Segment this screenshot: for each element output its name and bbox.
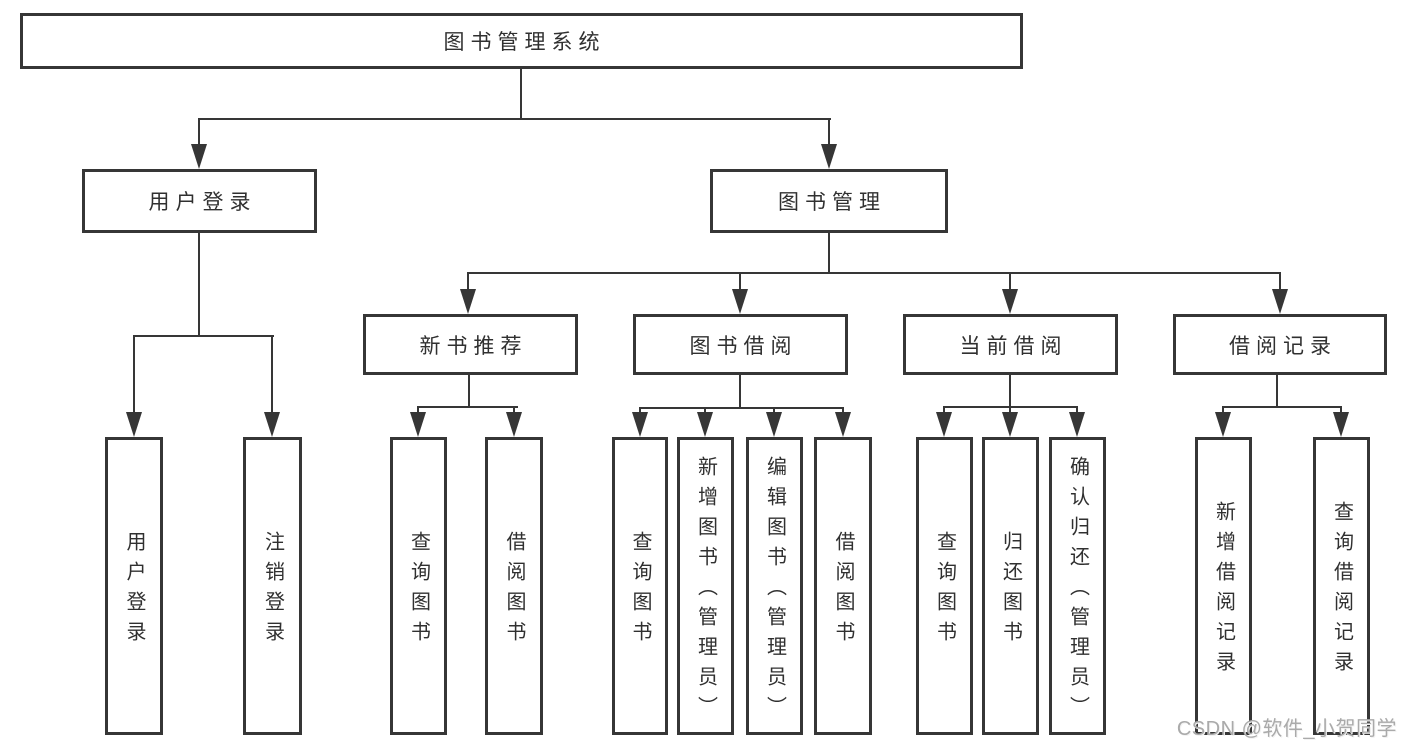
node-label: 用户登录 bbox=[148, 191, 257, 214]
arrow-down-icon bbox=[936, 408, 953, 437]
arrow-down-icon bbox=[835, 409, 852, 437]
connector-line bbox=[739, 375, 741, 407]
leaf-label: 借阅图书 bbox=[503, 531, 525, 651]
leaf-query-books-current: 查询图书 bbox=[916, 437, 973, 735]
connector-line bbox=[417, 406, 518, 408]
leaf-label: 编辑图书（管理员） bbox=[763, 456, 786, 726]
leaf-label: 查询图书 bbox=[933, 531, 956, 651]
arrow-down-icon bbox=[410, 408, 427, 437]
arrow-down-icon bbox=[1333, 408, 1350, 437]
leaf-label: 查询图书 bbox=[629, 531, 651, 651]
leaf-label: 查询图书 bbox=[407, 531, 430, 651]
connector-line bbox=[639, 407, 844, 409]
arrow-down-icon bbox=[1272, 274, 1289, 314]
node-label: 图书管理系统 bbox=[443, 31, 606, 54]
node-label: 图书管理 bbox=[778, 191, 886, 214]
arrow-down-icon bbox=[506, 408, 523, 437]
leaf-return-books: 归还图书 bbox=[982, 437, 1039, 735]
leaf-query-books-recommendation: 查询图书 bbox=[390, 437, 447, 735]
arrow-down-icon bbox=[126, 337, 143, 437]
connector-line bbox=[133, 335, 274, 337]
leaf-query-borrowing-record: 查询借阅记录 bbox=[1313, 437, 1370, 735]
arrow-down-icon bbox=[632, 409, 649, 437]
node-label: 借阅记录 bbox=[1229, 334, 1337, 358]
leaf-logout: 注销登录 bbox=[243, 437, 302, 735]
node-borrowing-records: 借阅记录 bbox=[1173, 314, 1387, 375]
leaf-label: 查询借阅记录 bbox=[1330, 501, 1353, 681]
node-book-management: 图书管理 bbox=[710, 169, 948, 233]
leaf-add-borrowing-record: 新增借阅记录 bbox=[1195, 437, 1252, 735]
leaf-label: 注销登录 bbox=[261, 531, 284, 651]
arrow-down-icon bbox=[766, 409, 783, 437]
leaf-label: 用户登录 bbox=[123, 531, 145, 651]
leaf-label: 确认归还（管理员） bbox=[1066, 456, 1089, 726]
leaf-label: 归还图书 bbox=[999, 531, 1022, 651]
connector-line bbox=[468, 375, 470, 406]
leaf-query-books-borrowing: 查询图书 bbox=[612, 437, 668, 735]
arrow-down-icon bbox=[1215, 408, 1232, 437]
connector-line bbox=[943, 406, 1078, 408]
leaf-add-book-admin: 新增图书（管理员） bbox=[677, 437, 734, 735]
leaf-borrow-books-recommendation: 借阅图书 bbox=[485, 437, 543, 735]
arrow-down-icon bbox=[460, 274, 477, 314]
node-current-borrowing: 当前借阅 bbox=[903, 314, 1118, 375]
leaf-label: 借阅图书 bbox=[832, 531, 854, 651]
connector-line bbox=[1009, 375, 1011, 406]
arrow-down-icon bbox=[697, 409, 714, 437]
connector-line bbox=[198, 233, 200, 335]
arrow-down-icon bbox=[1069, 408, 1086, 437]
leaf-label: 新增借阅记录 bbox=[1212, 501, 1235, 681]
leaf-borrow-books-borrowing: 借阅图书 bbox=[814, 437, 872, 735]
watermark: CSDN @软件_小贺同学 bbox=[1176, 718, 1397, 740]
node-user-login: 用户登录 bbox=[82, 169, 317, 233]
connector-line bbox=[198, 118, 831, 120]
node-label: 当前借阅 bbox=[959, 334, 1068, 358]
node-library-system: 图书管理系统 bbox=[20, 13, 1023, 69]
node-label: 图书借阅 bbox=[689, 334, 798, 358]
node-new-book-recommendation: 新书推荐 bbox=[363, 314, 578, 375]
connector-line bbox=[1276, 375, 1278, 406]
node-label: 新书推荐 bbox=[419, 334, 528, 358]
leaf-label: 新增图书（管理员） bbox=[694, 456, 717, 726]
connector-line bbox=[520, 69, 522, 118]
leaf-confirm-return-admin: 确认归还（管理员） bbox=[1049, 437, 1106, 735]
connector-line bbox=[467, 272, 1281, 274]
arrow-down-icon bbox=[1002, 274, 1019, 314]
arrow-down-icon bbox=[732, 274, 749, 314]
connector-line bbox=[828, 233, 830, 272]
node-book-borrowing: 图书借阅 bbox=[633, 314, 848, 375]
leaf-user-login: 用户登录 bbox=[105, 437, 163, 735]
leaf-edit-book-admin: 编辑图书（管理员） bbox=[746, 437, 803, 735]
arrow-down-icon bbox=[1002, 408, 1019, 437]
connector-line bbox=[1222, 406, 1342, 408]
arrow-down-icon bbox=[821, 120, 838, 169]
arrow-down-icon bbox=[264, 337, 281, 437]
arrow-down-icon bbox=[191, 120, 208, 169]
